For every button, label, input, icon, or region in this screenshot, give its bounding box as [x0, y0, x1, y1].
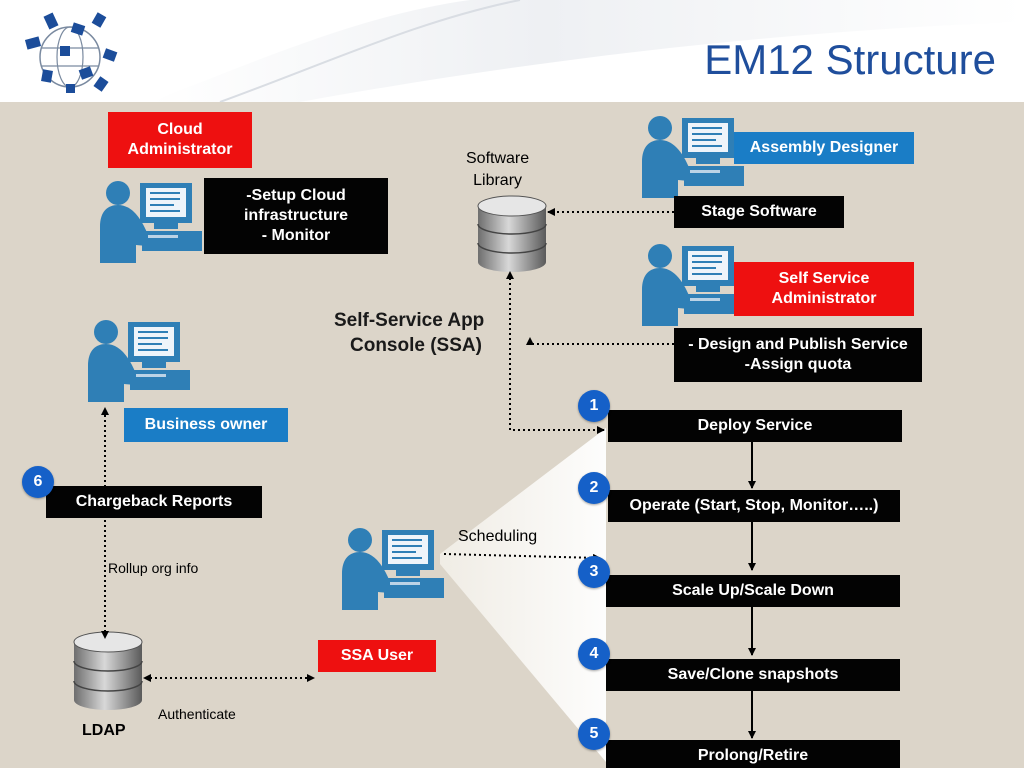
ssa-console-line-1: Self-Service App	[334, 310, 485, 331]
assembly-designer-user-icon	[642, 116, 744, 198]
step-1-badge: 1	[578, 390, 610, 422]
assembly-designer-box: Assembly Designer	[734, 132, 914, 164]
cloud-admin-task-3: - Monitor	[261, 227, 331, 244]
step-4-label: Save/Clone snapshots	[667, 666, 839, 683]
step-operate-box: Operate (Start, Stop, Monitor…..)	[608, 490, 900, 522]
business-owner-user-icon	[88, 320, 190, 402]
cloud-admin-tasks-box: -Setup Cloud infrastructure - Monitor	[204, 178, 388, 254]
self-service-admin-user-icon	[642, 244, 744, 326]
em12-structure-diagram: Cloud Administrator Assembly Designer Se…	[0, 102, 1024, 768]
chargeback-reports-box: Chargeback Reports	[46, 486, 262, 518]
stage-software-label: Stage Software	[701, 203, 817, 220]
cloud-administrator-box: Cloud Administrator	[108, 112, 252, 168]
ssa-user-box: SSA User	[318, 640, 436, 672]
business-owner-box: Business owner	[124, 408, 288, 442]
step-deploy-service-box: Deploy Service	[608, 410, 902, 442]
self-service-admin-line-1: Self Service	[778, 270, 870, 287]
software-library-label: Software Library	[466, 148, 529, 192]
cloud-administrator-line-2: Administrator	[127, 141, 233, 158]
header-swoosh	[150, 0, 1024, 102]
self-service-admin-line-2: Administrator	[771, 290, 877, 307]
ldap-database-icon	[73, 631, 143, 710]
business-owner-label: Business owner	[144, 416, 268, 433]
slide-header: EM12 Structure	[0, 0, 1024, 102]
step-3-label: Scale Up/Scale Down	[672, 582, 834, 599]
cloud-admin-task-1: -Setup Cloud	[246, 187, 346, 204]
globe-logo-icon	[24, 12, 118, 93]
step-3-badge: 3	[578, 556, 610, 588]
step-save-clone-box: Save/Clone snapshots	[606, 659, 900, 691]
step-2-badge: 2	[578, 472, 610, 504]
self-service-administrator-box: Self Service Administrator	[734, 262, 914, 316]
ldap-label: LDAP	[82, 722, 126, 739]
software-library-database-icon	[477, 195, 547, 272]
page-title: EM12 Structure	[704, 36, 996, 83]
lifecycle-funnel	[440, 428, 606, 762]
ssa-console-label: Self-Service App Console (SSA)	[334, 308, 484, 358]
step-2-label: Operate (Start, Stop, Monitor…..)	[629, 497, 879, 514]
self-service-admin-tasks-box: - Design and Publish Service -Assign quo…	[674, 328, 922, 382]
step-5-label: Prolong/Retire	[697, 747, 809, 764]
ssa-user-icon	[342, 528, 444, 610]
step-prolong-retire-box: Prolong/Retire	[606, 740, 900, 768]
ssa-console-line-2: Console (SSA)	[350, 335, 482, 356]
step-5-badge: 5	[578, 718, 610, 750]
rollup-org-info-label: Rollup org info	[108, 560, 199, 576]
cloud-administrator-line-1: Cloud	[157, 121, 203, 138]
self-service-admin-task-2: -Assign quota	[744, 356, 852, 373]
step-1-label: Deploy Service	[697, 417, 813, 434]
stage-software-box: Stage Software	[674, 196, 844, 228]
software-library-line-1: Software	[466, 150, 530, 167]
assembly-designer-label: Assembly Designer	[749, 139, 899, 156]
authenticate-label: Authenticate	[158, 706, 236, 722]
step-6-badge: 6	[22, 466, 54, 498]
ssa-user-label: SSA User	[340, 647, 414, 664]
scheduling-label: Scheduling	[458, 528, 538, 545]
step-4-badge: 4	[578, 638, 610, 670]
self-service-admin-task-1: - Design and Publish Service	[688, 336, 908, 353]
chargeback-reports-label: Chargeback Reports	[75, 493, 233, 510]
software-library-line-2: Library	[473, 172, 523, 189]
diagram-connectors	[73, 195, 756, 762]
step-scale-box: Scale Up/Scale Down	[606, 575, 900, 607]
cloud-admin-task-2: infrastructure	[243, 207, 349, 224]
cloud-admin-user-icon	[100, 181, 202, 263]
